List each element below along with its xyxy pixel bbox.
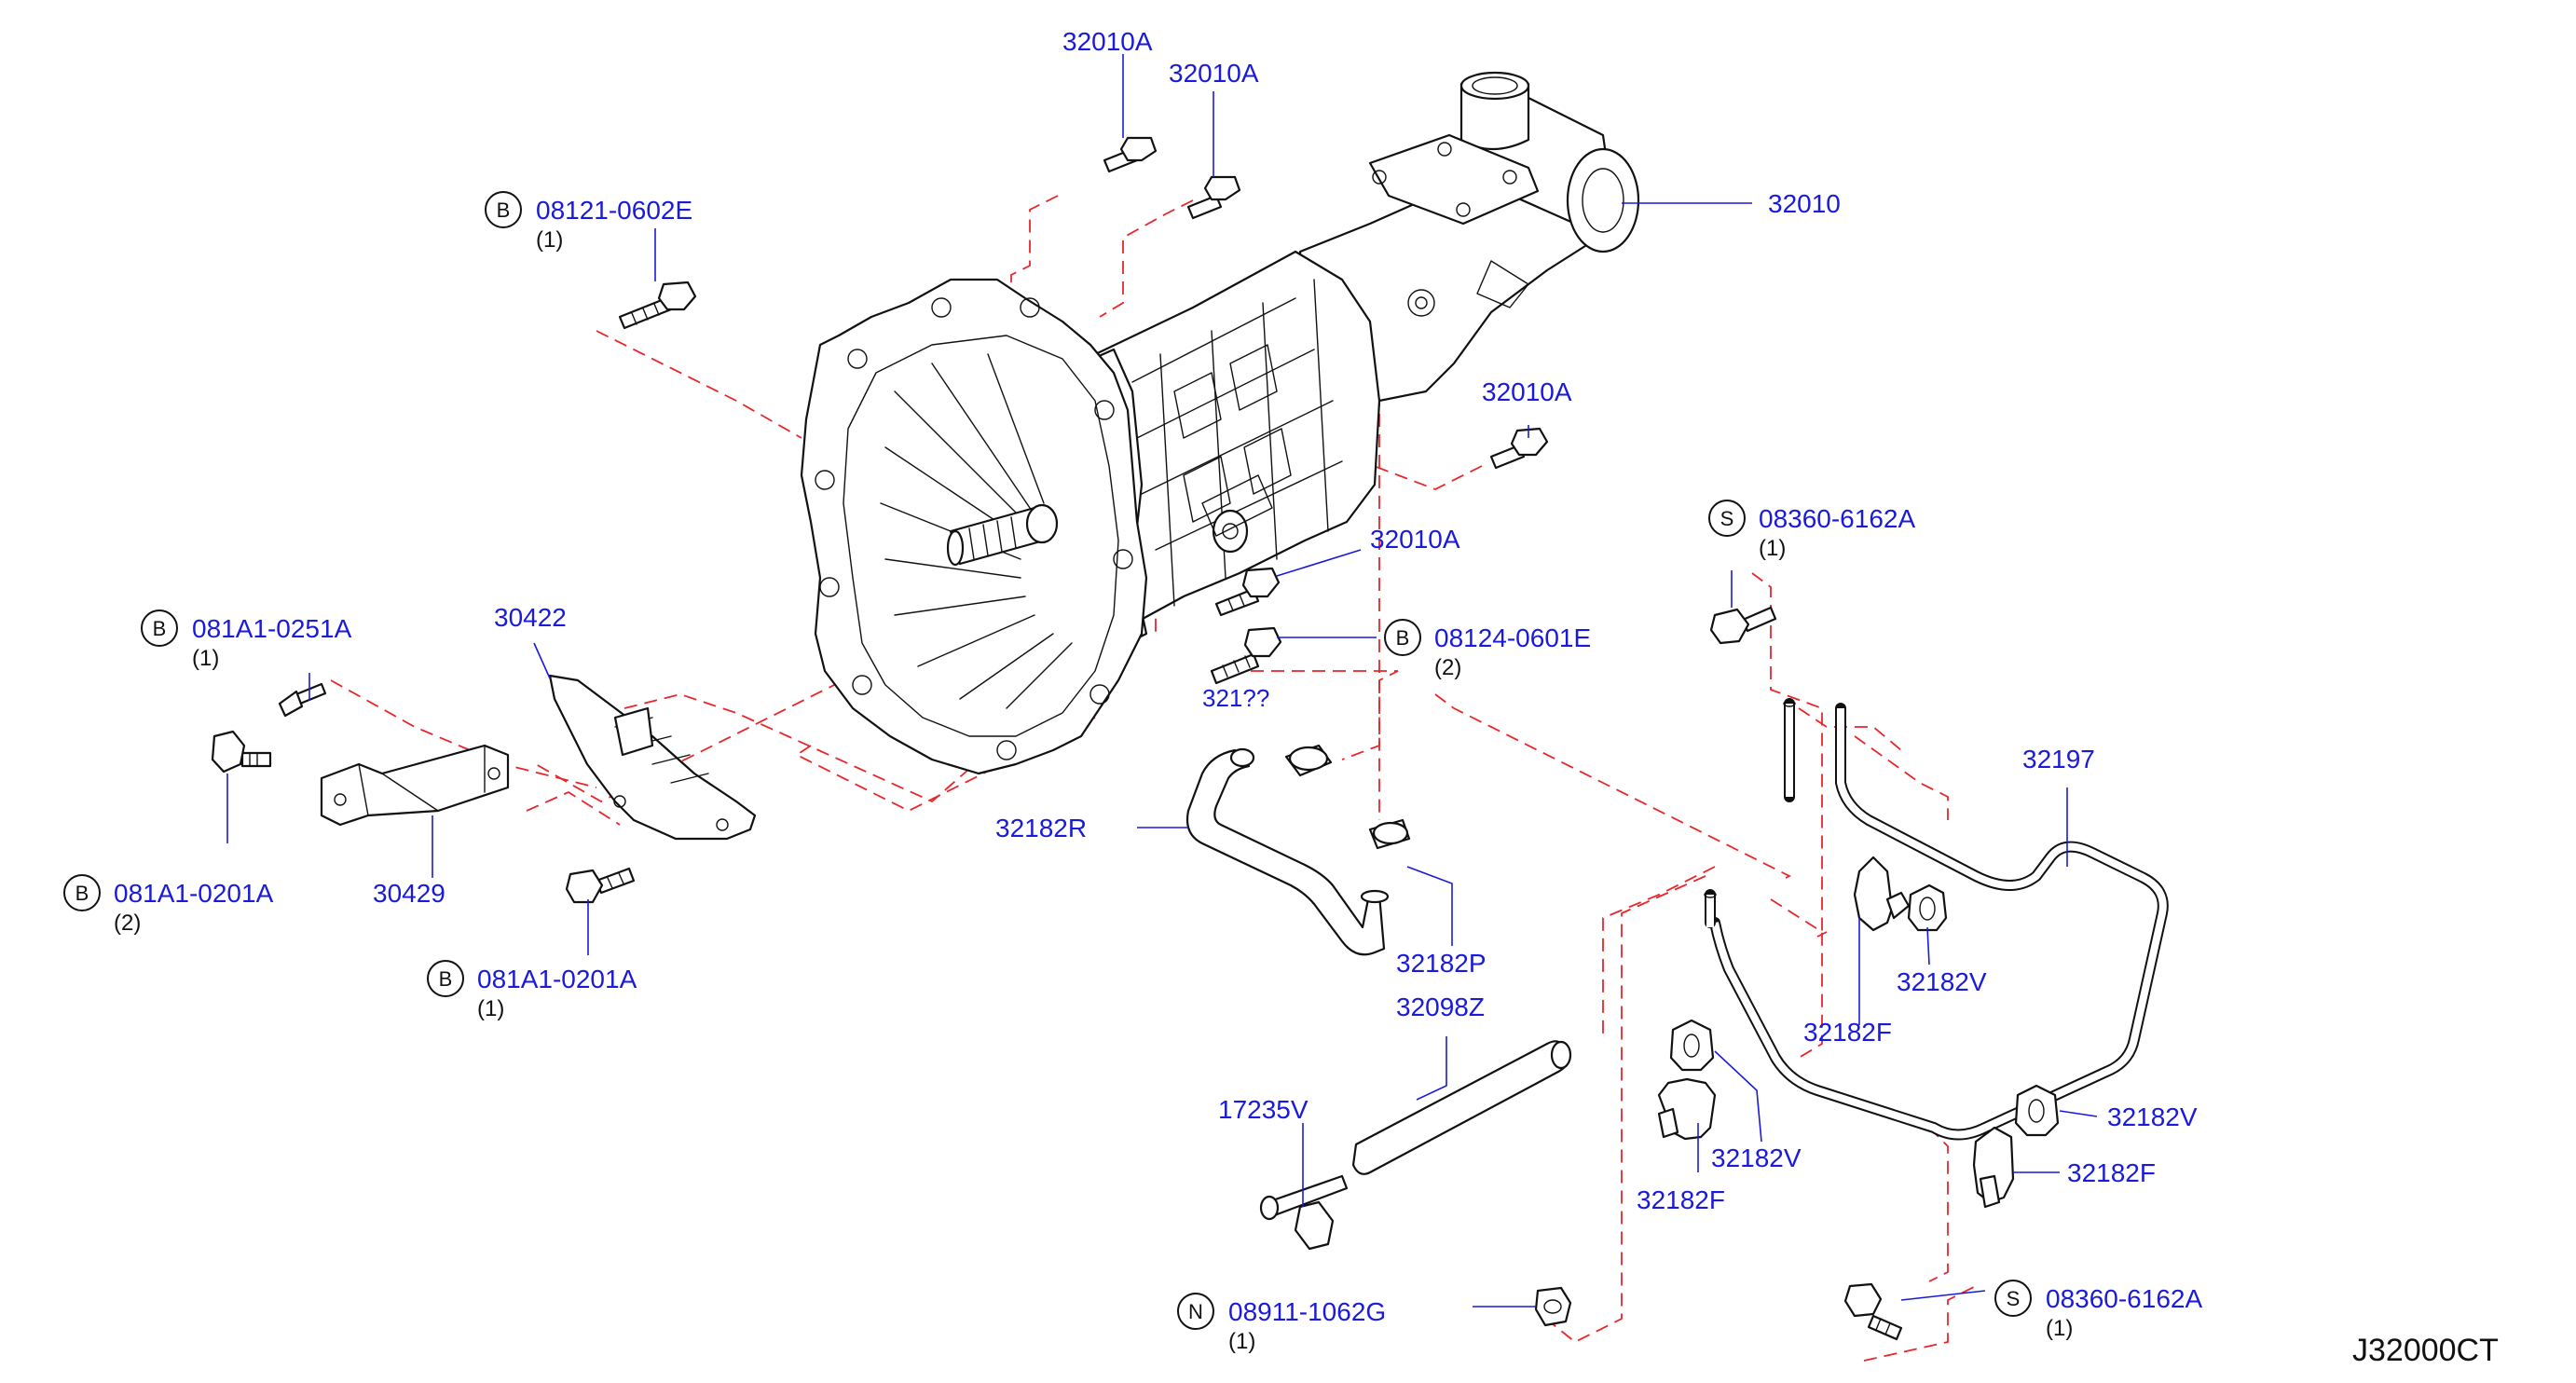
callout-c21: 17235V <box>1218 1095 1309 1124</box>
callout-c7: 32010A <box>1370 525 1460 554</box>
clip-32182p-upper <box>1284 744 1333 777</box>
prefix-badge <box>1177 1293 1214 1330</box>
svg-text:B: B <box>439 967 453 991</box>
svg-text:08121-0602E: 08121-0602E <box>536 196 692 225</box>
callout-c5: 32010A <box>1482 377 1572 406</box>
prefix-badge <box>141 609 178 647</box>
callout-labels: 32010A 32010A 32010 B 08121-0602E (1) 32… <box>63 27 2499 1368</box>
callout-c19: 32098Z <box>1396 993 1485 1021</box>
callout-c3: 32010 <box>1768 189 1841 218</box>
callout-c6: S 08360-6162A (1) <box>1708 500 1915 561</box>
svg-text:(1): (1) <box>2046 1316 2073 1341</box>
svg-text:081A1-0251A: 081A1-0251A <box>192 614 352 643</box>
clip-32182p-lower <box>1368 818 1411 850</box>
svg-text:B: B <box>75 882 89 905</box>
callout-c14: 32182R <box>995 814 1087 842</box>
prefix-badge <box>63 874 101 911</box>
svg-text:08360-6162A: 08360-6162A <box>1759 504 1915 533</box>
callout-c8: B 08124-0601E (2) <box>1384 619 1591 680</box>
svg-text:08360-6162A: 08360-6162A <box>2046 1284 2202 1313</box>
svg-text:(1): (1) <box>192 646 219 671</box>
callout-c10: 30422 <box>494 603 567 632</box>
overlap-label: 321?? <box>1202 684 1269 712</box>
clamp-32182f-middle <box>1657 1077 1717 1141</box>
svg-text:N: N <box>1188 1300 1203 1323</box>
bolt-08360-top <box>1709 606 1777 645</box>
bolt-081a1-0251a <box>278 682 327 718</box>
svg-text:08911-1062G: 08911-1062G <box>1228 1297 1386 1326</box>
bolt-32010a-mid <box>1214 567 1281 617</box>
clamp-32182f-lower <box>1972 1126 2015 1209</box>
prefix-badge <box>1384 619 1421 656</box>
svg-text:081A1-0201A: 081A1-0201A <box>114 879 274 908</box>
heat-shield-30422 <box>548 674 757 841</box>
bracket-30429 <box>320 744 510 827</box>
callout-c18: 32182P <box>1396 949 1487 978</box>
svg-text:(2): (2) <box>114 911 141 936</box>
callout-c12: 30429 <box>373 879 445 908</box>
nut-08911 <box>1534 1286 1572 1327</box>
bolt-081a1-0201a-left <box>211 730 272 774</box>
callout-c26: N 08911-1062G (1) <box>1177 1293 1386 1354</box>
callout-c25: S 08360-6162A (1) <box>1994 1280 2202 1341</box>
callout-c22: 32182V <box>2107 1102 2198 1131</box>
svg-text:S: S <box>1720 507 1734 530</box>
svg-text:(1): (1) <box>536 227 563 253</box>
fasteners <box>211 136 1903 1341</box>
prefix-badge <box>1708 500 1746 537</box>
callout-c9: B 081A1-0251A (1) <box>141 609 352 671</box>
callout-c13: B 081A1-0201A (2) <box>63 874 274 936</box>
callout-c23: 32182F <box>1637 1185 1725 1214</box>
svg-text:S: S <box>2007 1287 2021 1310</box>
bolt-32010a-top-2 <box>1186 175 1241 220</box>
prefix-badge <box>1994 1280 2032 1317</box>
callout-c16: 32182F <box>1803 1018 1892 1047</box>
svg-text:(1): (1) <box>1228 1329 1255 1354</box>
tube-32197 <box>1704 698 2169 1141</box>
bolt-32010a-right <box>1489 427 1549 470</box>
callout-c11: 32197 <box>2022 745 2095 774</box>
bolt-08124 <box>1210 626 1282 685</box>
hose-32182r <box>1185 747 1390 956</box>
callout-c17: B 081A1-0201A (1) <box>427 960 637 1021</box>
transmission-assembly <box>800 71 1640 775</box>
svg-text:(1): (1) <box>477 996 504 1021</box>
grommet-32182v-middle <box>1669 1019 1715 1072</box>
svg-text:081A1-0201A: 081A1-0201A <box>477 965 637 993</box>
hose-32098z <box>1351 1040 1572 1175</box>
svg-text:(2): (2) <box>1434 655 1461 680</box>
svg-text:B: B <box>497 199 511 222</box>
svg-text:(1): (1) <box>1759 536 1786 561</box>
svg-text:08124-0601E: 08124-0601E <box>1434 623 1591 652</box>
callout-c4: B 08121-0602E (1) <box>485 191 692 253</box>
prefix-badge <box>427 960 464 997</box>
connector-17235v <box>1259 1174 1349 1251</box>
bolt-32010a-top-1 <box>1103 136 1158 173</box>
prefix-badge <box>485 191 522 228</box>
callout-c2: 32010A <box>1169 59 1259 88</box>
leader-lines <box>226 54 2098 1308</box>
reference-code: J32000CT <box>2352 1333 2499 1368</box>
grommet-32182v-upper <box>1907 883 1948 932</box>
grommet-32182v-lower <box>2014 1084 2060 1137</box>
callout-c20: 32182V <box>1711 1143 1802 1172</box>
bolt-081a1-0201a-bottom <box>565 867 636 904</box>
bolt-08360-bottom <box>1843 1282 1903 1341</box>
callout-c15: 32182V <box>1897 967 1987 996</box>
bolt-08121 <box>618 281 697 330</box>
svg-text:B: B <box>153 617 167 640</box>
svg-text:B: B <box>1396 626 1410 650</box>
callout-c24: 32182F <box>2067 1158 2156 1187</box>
clamp-32182f-upper <box>1853 856 1911 932</box>
callout-c1: 32010A <box>1062 27 1153 56</box>
assembly-guide-lines <box>330 195 1977 1362</box>
